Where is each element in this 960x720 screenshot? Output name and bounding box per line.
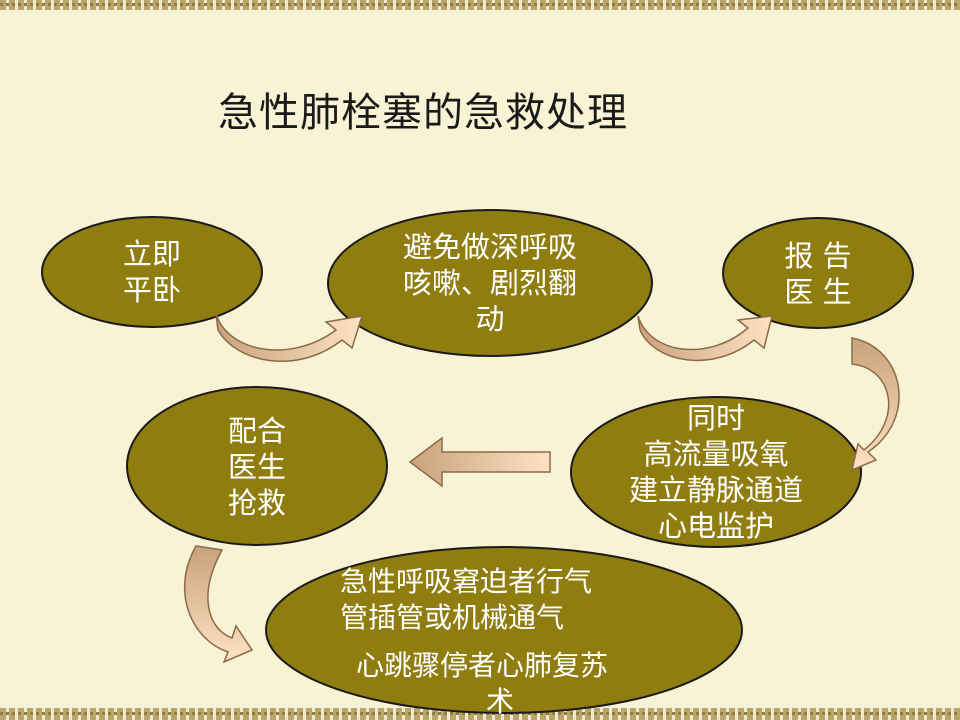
node-oxygen-iv: 同时 高流量吸氧 建立静脉通道 心电监护 bbox=[591, 398, 841, 546]
ellipse-lie-flat bbox=[41, 216, 263, 328]
node-assist-rescue: 配合 医生 抢救 bbox=[200, 410, 314, 524]
node-assist-rescue-text: 配合 医生 抢救 bbox=[227, 414, 286, 520]
intubation-line-2: 管插管或机械通气 bbox=[340, 601, 565, 634]
intubation-line-3: 心跳骤停者心肺复苏 bbox=[356, 649, 609, 682]
ellipse-oxygen-iv bbox=[570, 396, 862, 548]
node-report-doctor-text: 报 告 医 生 bbox=[784, 239, 852, 309]
arrow-avoid-to-report bbox=[637, 315, 773, 362]
node-avoid-breath-text: 避免做深呼吸 咳嗽、剧烈翻 动 bbox=[402, 230, 577, 336]
ellipse-report-doctor bbox=[722, 217, 914, 329]
arrow-report-to-oxygen bbox=[850, 337, 900, 472]
ellipse-assist-rescue bbox=[126, 386, 388, 546]
node-avoid-breath: 避免做深呼吸 咳嗽、剧烈翻 动 bbox=[370, 226, 610, 340]
node-oxygen-iv-text: 同时 高流量吸氧 建立静脉通道 心电监护 bbox=[628, 401, 803, 543]
node-lie-flat-text: 立即 平卧 bbox=[122, 237, 181, 307]
arrow-assist-to-intubation bbox=[183, 545, 254, 664]
top-border bbox=[0, 0, 960, 10]
node-lie-flat: 立即 平卧 bbox=[92, 232, 212, 312]
node-report-doctor: 报 告 医 生 bbox=[755, 236, 881, 312]
arrow-oxygen-to-assist bbox=[408, 436, 551, 488]
ellipse-intubation bbox=[265, 546, 743, 714]
arrow-lie-flat-to-avoid bbox=[215, 313, 364, 362]
ellipse-avoid-breath bbox=[327, 209, 653, 357]
page-title: 急性肺栓塞的急救处理 bbox=[218, 90, 628, 136]
intubation-line-4: 术 bbox=[486, 685, 515, 718]
intubation-line-1: 急性呼吸窘迫者行气 bbox=[340, 565, 593, 598]
